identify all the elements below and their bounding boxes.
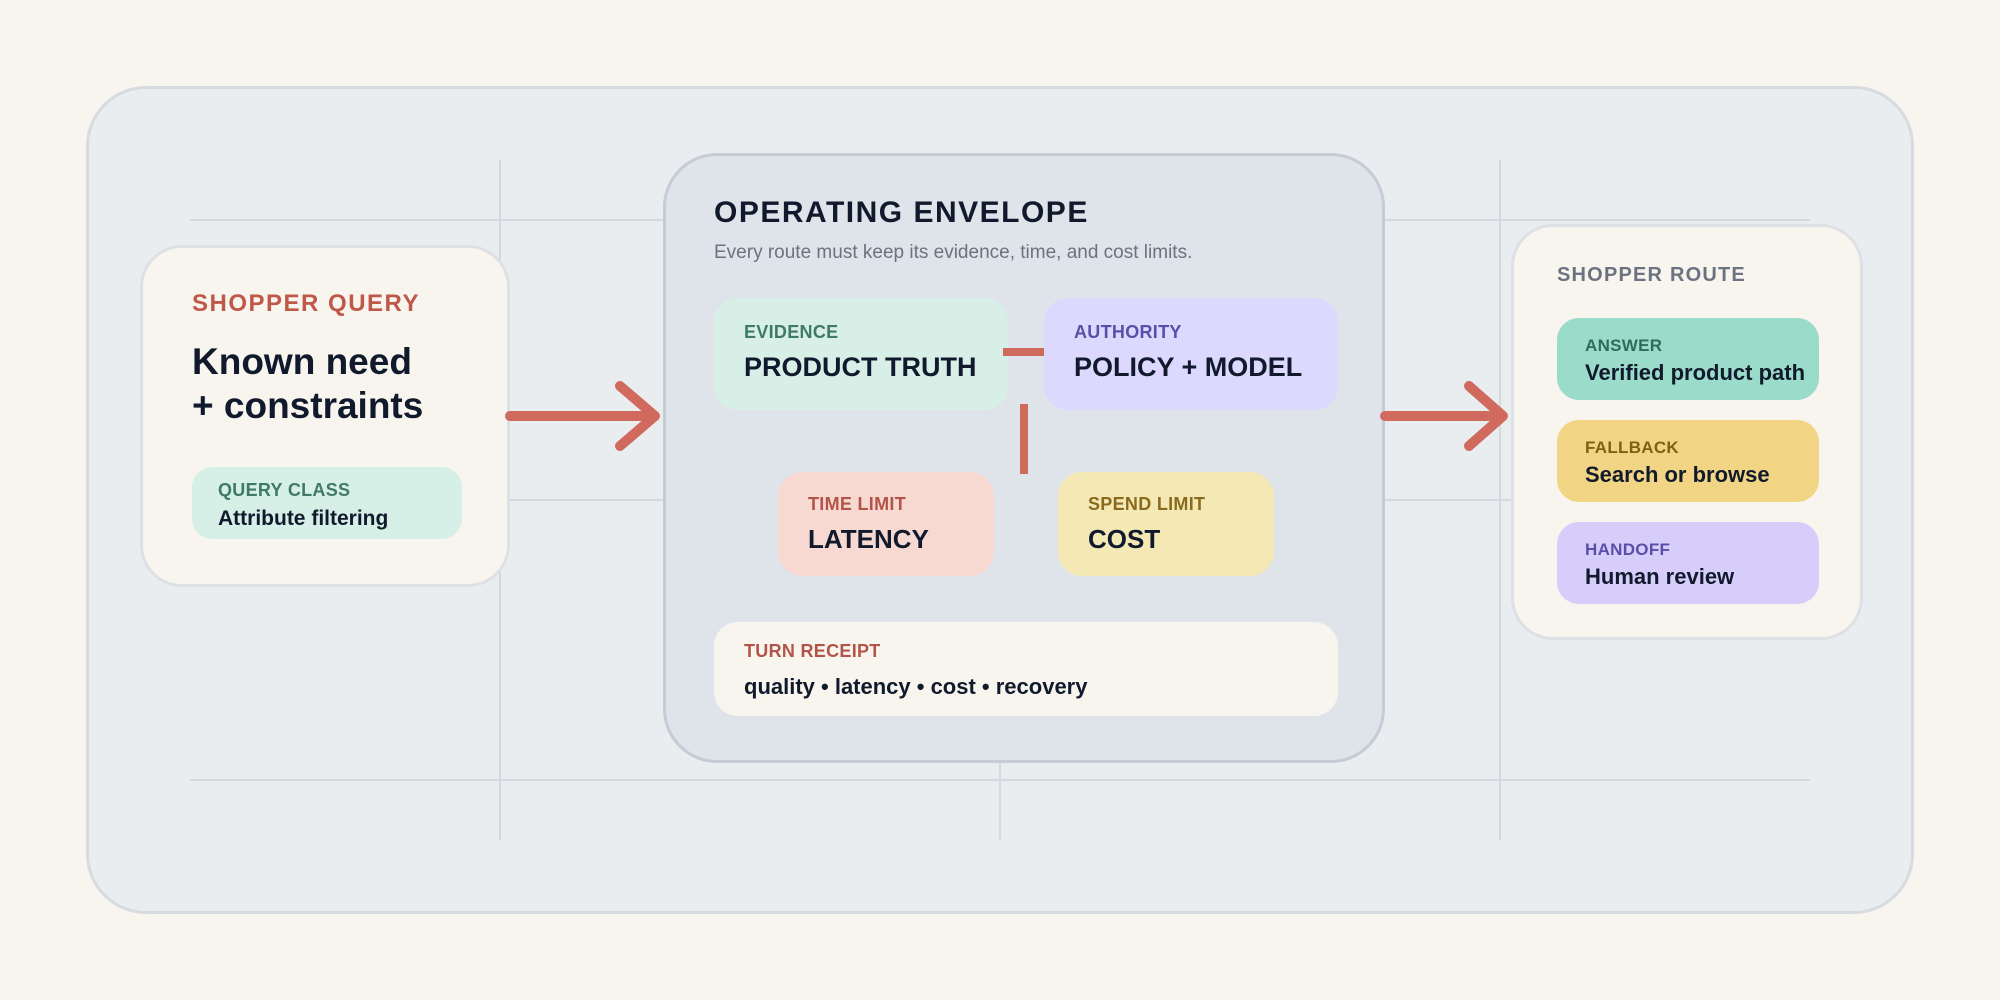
fallback-value: Search or browse <box>1585 462 1770 487</box>
shopper-query-kicker: SHOPPER QUERY <box>192 290 420 317</box>
evidence-label: EVIDENCE <box>744 322 839 342</box>
time-limit-box: TIME LIMIT LATENCY <box>778 472 994 576</box>
handoff-label: HANDOFF <box>1585 540 1671 559</box>
shopper-route-card: SHOPPER ROUTE ANSWER Verified product pa… <box>1511 224 1863 640</box>
spend-limit-label: SPEND LIMIT <box>1088 494 1206 514</box>
route-fallback-box: FALLBACK Search or browse <box>1557 420 1819 502</box>
route-title: SHOPPER ROUTE <box>1557 264 1746 286</box>
time-limit-label: TIME LIMIT <box>808 494 906 514</box>
authority-box: AUTHORITY POLICY + MODEL <box>1044 298 1338 410</box>
handoff-value: Human review <box>1585 564 1735 589</box>
turn-receipt-value: quality • latency • cost • recovery <box>744 674 1088 699</box>
answer-value: Verified product path <box>1585 360 1806 385</box>
headline-line-1: Known need <box>192 341 412 382</box>
route-answer-box: ANSWER Verified product path <box>1557 318 1819 400</box>
turn-receipt-label: TURN RECEIPT <box>744 641 881 661</box>
spend-limit-box: SPEND LIMIT COST <box>1058 472 1274 576</box>
operating-envelope-card: OPERATING ENVELOPE Every route must keep… <box>663 153 1385 763</box>
headline-line-2: + constraints <box>192 385 424 426</box>
authority-label: AUTHORITY <box>1074 322 1182 342</box>
route-handoff-box: HANDOFF Human review <box>1557 522 1819 604</box>
authority-value: POLICY + MODEL <box>1074 352 1303 382</box>
envelope-title: OPERATING ENVELOPE <box>714 196 1089 229</box>
answer-label: ANSWER <box>1585 336 1663 355</box>
shopper-query-headline: Known need + constraints <box>192 340 423 428</box>
query-class-label: QUERY CLASS <box>218 480 351 500</box>
evidence-box: EVIDENCE PRODUCT TRUTH <box>714 298 1008 410</box>
spend-limit-value: COST <box>1088 524 1161 554</box>
fallback-label: FALLBACK <box>1585 438 1679 457</box>
turn-receipt-box: TURN RECEIPT quality • latency • cost • … <box>714 622 1338 716</box>
query-class-chip: QUERY CLASS Attribute filtering <box>192 467 462 539</box>
time-limit-value: LATENCY <box>808 524 929 554</box>
shopper-query-card: SHOPPER QUERY Known need + constraints Q… <box>140 245 510 587</box>
evidence-value: PRODUCT TRUTH <box>744 352 977 382</box>
envelope-subtitle: Every route must keep its evidence, time… <box>714 242 1193 263</box>
query-class-value: Attribute filtering <box>218 507 389 530</box>
